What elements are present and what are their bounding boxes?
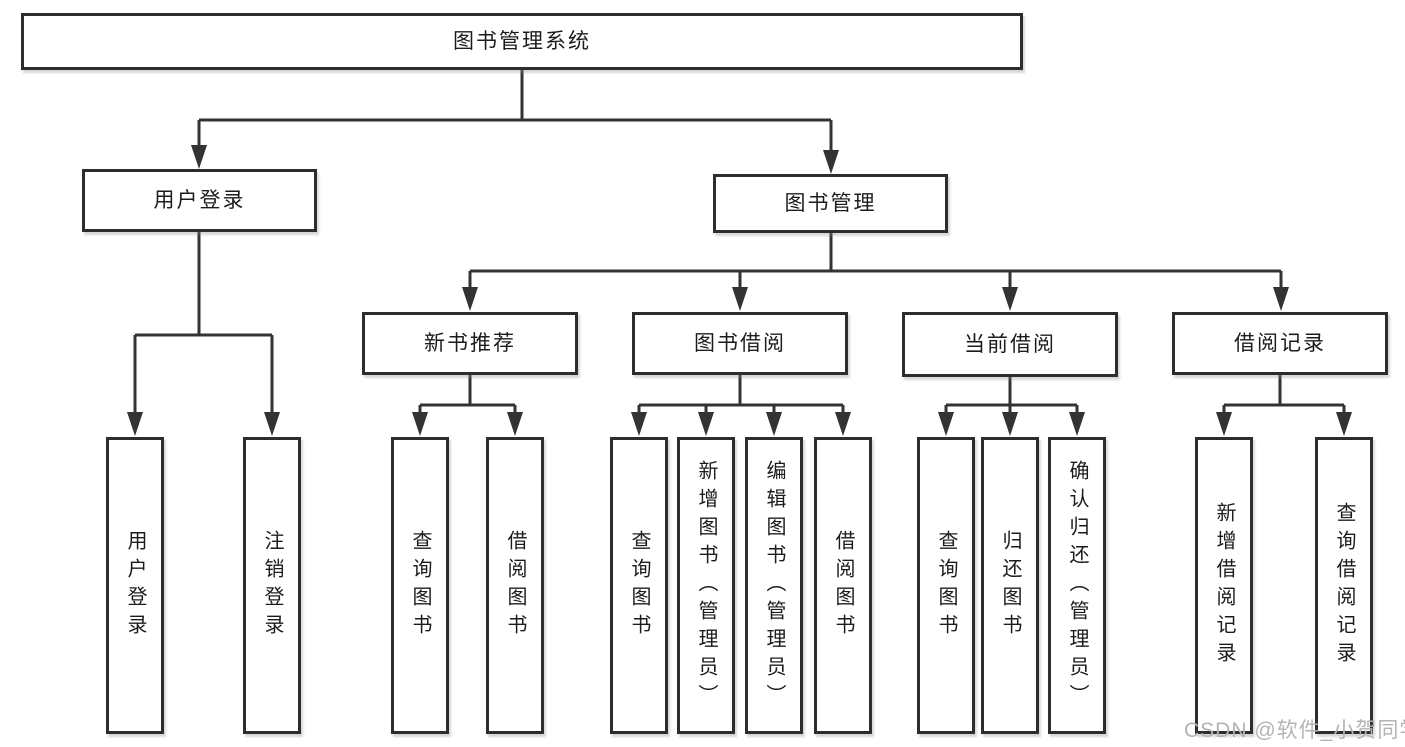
node-query-borrow-record: 查询借阅记录	[1315, 437, 1373, 734]
watermark: CSDN @软件_小贺同学	[1184, 719, 1405, 742]
node-query-books-under-recommend: 查询图书	[391, 437, 449, 734]
node-current-borrowing: 当前借阅	[902, 312, 1118, 377]
node-book-management: 图书管理	[713, 174, 948, 233]
node-edit-books-admin: 编辑图书（管理员）	[745, 437, 803, 734]
node-query-books-under-borrowing: 查询图书	[610, 437, 668, 734]
node-add-books-admin: 新增图书（管理员）	[677, 437, 735, 734]
node-add-borrow-record: 新增借阅记录	[1195, 437, 1253, 734]
node-borrowing-records: 借阅记录	[1172, 312, 1388, 375]
node-return-books: 归还图书	[981, 437, 1039, 734]
node-borrow-books-under-recommend: 借阅图书	[486, 437, 544, 734]
node-library-system: 图书管理系统	[21, 13, 1023, 70]
node-book-borrowing: 图书借阅	[632, 312, 848, 375]
node-user-login: 用户登录	[82, 169, 317, 232]
node-user-login-leaf: 用户登录	[106, 437, 164, 734]
node-confirm-return-admin: 确认归还（管理员）	[1048, 437, 1106, 734]
node-borrow-books-under-borrowing: 借阅图书	[814, 437, 872, 734]
node-query-books-under-current: 查询图书	[917, 437, 975, 734]
node-logout-leaf: 注销登录	[243, 437, 301, 734]
node-new-book-recommend: 新书推荐	[362, 312, 578, 375]
